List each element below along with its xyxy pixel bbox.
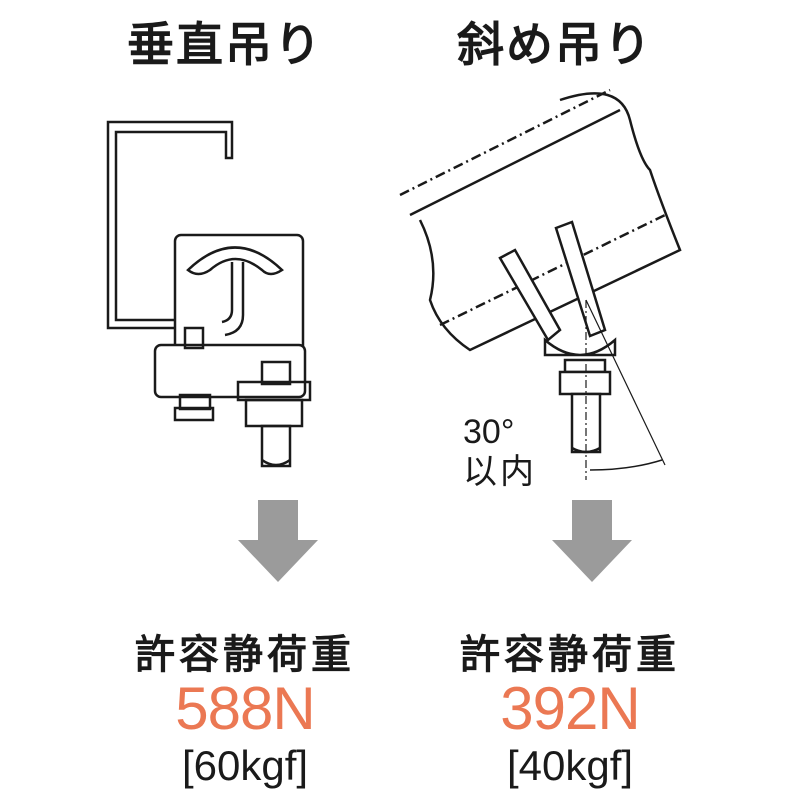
angle-note: 以内: [463, 453, 537, 491]
title-diagonal: 斜め吊り: [457, 18, 653, 73]
angle-value: 30°: [463, 413, 515, 451]
load-kgf-right: [40kgf]: [506, 742, 634, 789]
load-value-right: 392N: [500, 675, 640, 742]
diagonal-clamp-illustration: [399, 88, 682, 480]
angle-label: 30° 以内: [463, 412, 537, 492]
allowable-load-label-left: 許容静荷重: [135, 632, 355, 678]
arrow-down-left: [238, 500, 318, 582]
allowable-load-label-right: 許容静荷重: [460, 632, 680, 678]
load-kgf-left: [60kgf]: [181, 742, 309, 789]
title-vertical: 垂直吊り: [127, 18, 323, 73]
vertical-clamp-illustration: [106, 120, 312, 468]
arrow-down-right: [552, 500, 632, 582]
load-value-left: 588N: [175, 675, 315, 742]
load-arrows: [238, 500, 632, 582]
